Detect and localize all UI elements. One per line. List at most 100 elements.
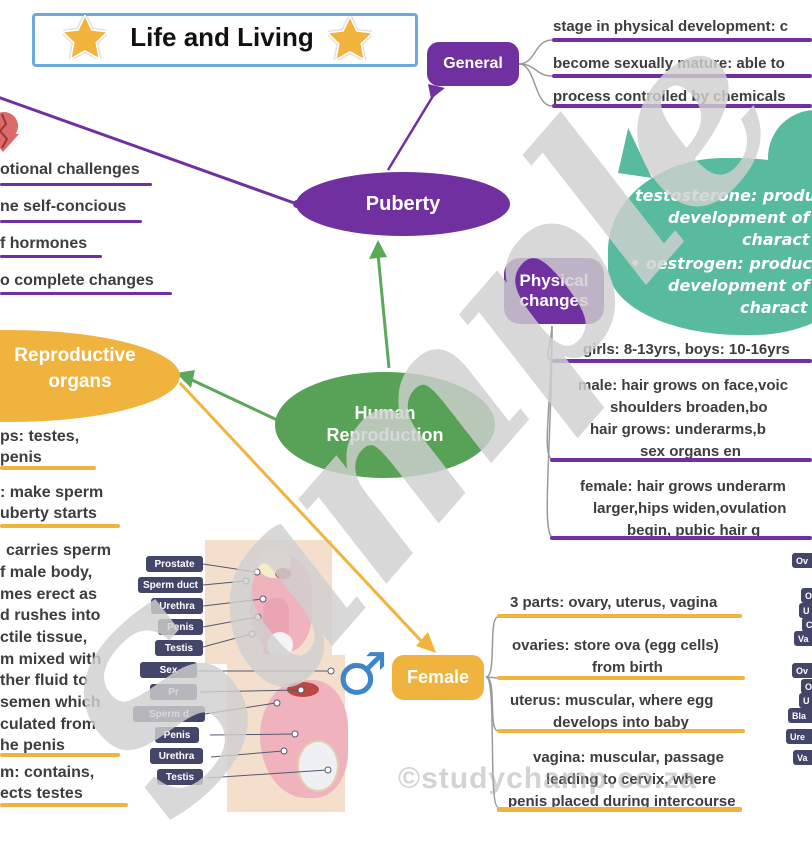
- male-urethra-line: f male body,: [0, 564, 93, 581]
- male-urethra-line: culated from: [0, 716, 97, 733]
- diagram-label: Prostate: [146, 556, 203, 572]
- edge-label: C: [802, 617, 812, 632]
- male-urethra-line: mes erect as: [0, 586, 97, 603]
- male-urethra-line: carries sperm: [6, 542, 111, 559]
- edge-label: O: [801, 679, 812, 694]
- edge-label: U: [799, 603, 812, 618]
- female-parts: 3 parts: ovary, uterus, vagina: [510, 594, 718, 611]
- edge-label: U: [799, 693, 812, 708]
- physical-line2: changes: [519, 291, 589, 310]
- connector-lines: [0, 39, 555, 808]
- female-vagina-line: leading to cervix, where: [546, 771, 717, 788]
- physical-male-line: shoulders broaden,bo: [610, 399, 768, 416]
- general-item: stage in physical development: c: [553, 18, 789, 35]
- underline: [552, 104, 812, 108]
- emotional-item: otional challenges: [0, 161, 140, 178]
- physical-male-line: male: hair grows on face,voic: [578, 377, 789, 394]
- diagram-label: Urethra: [150, 748, 203, 764]
- female-bracket: [485, 616, 499, 808]
- star-icon: [63, 15, 107, 59]
- physical-bracket: [546, 325, 555, 539]
- physical-male-line: hair grows: underarms,b: [590, 421, 766, 438]
- hormone-line: testosterone: produced by: [635, 186, 812, 205]
- diagram-label: Testis: [157, 769, 203, 785]
- hormone-line: development of male: [668, 208, 812, 227]
- anatomy-prostate: [275, 568, 291, 579]
- male-parts-line: penis: [0, 449, 42, 466]
- underline: [0, 753, 120, 757]
- diagram-label: Penis: [158, 619, 203, 635]
- general-item: process controlled by chemicals: [553, 88, 786, 105]
- male-urethra-line: ther fluid to: [0, 672, 88, 689]
- edge-label: Va: [794, 631, 812, 646]
- diagram-label: Penis: [155, 727, 199, 743]
- physical-line1: Physical: [519, 270, 589, 290]
- female-ovaries-line: ovaries: store ova (egg cells): [512, 637, 719, 654]
- diagram-label: Pr: [150, 684, 197, 700]
- underline: [0, 255, 102, 258]
- emotional-item: o complete changes: [0, 272, 154, 289]
- underline: [550, 536, 812, 540]
- male-urethra-line: he penis: [0, 737, 65, 754]
- node-general: General: [427, 42, 519, 86]
- physical-age: girls: 8-13yrs, boys: 10-16yrs: [583, 341, 790, 358]
- diagram2-label-lines: [197, 667, 335, 779]
- reproductive-organs-line2: organs: [48, 371, 112, 392]
- male-parts-line: ps: testes,: [0, 428, 80, 445]
- general-bracket: [518, 39, 553, 107]
- male-anatomy-diagram-2: [227, 655, 348, 812]
- edge-label: Bla: [788, 708, 812, 723]
- underline: [0, 803, 128, 807]
- node-puberty-label: Puberty: [365, 193, 441, 215]
- node-general-label: General: [443, 55, 503, 73]
- underline: [497, 807, 742, 812]
- underline: [0, 524, 120, 528]
- female-vagina-line: penis placed during intercourse: [508, 793, 736, 810]
- male-urethra-line: d rushes into: [0, 607, 101, 624]
- underline: [552, 74, 812, 78]
- male-urethra-line: m mixed with: [0, 651, 102, 668]
- underline: [0, 183, 152, 186]
- emotional-item: f hormones: [0, 235, 88, 252]
- broken-heart-icon: [0, 112, 19, 152]
- female-uterus-line: uterus: muscular, where egg: [510, 692, 714, 709]
- edge-label: Ure: [786, 729, 812, 744]
- general-item: become sexually mature: able to: [553, 55, 785, 72]
- green-arrows: [176, 240, 391, 428]
- male-testes-line: uberty starts: [0, 505, 97, 522]
- node-puberty: Puberty: [296, 172, 510, 236]
- diagram-label: Sex: [140, 662, 197, 678]
- diagram1-label-lines: [202, 563, 267, 648]
- physical-female-line: larger,hips widen,ovulation: [593, 500, 787, 517]
- hormone-line: charact: [740, 298, 808, 317]
- underline: [552, 38, 812, 42]
- node-female: Female: [392, 655, 484, 700]
- anatomy2-testis-white: [297, 740, 339, 792]
- diagram-label: Urethra: [151, 598, 203, 614]
- underline: [497, 676, 745, 680]
- underline: [0, 220, 142, 223]
- underline: [0, 466, 96, 470]
- node-physical-changes: Physical changes: [504, 258, 604, 324]
- male-urethra-line: ctile tissue,: [0, 629, 88, 646]
- male-anatomy-diagram-1: [205, 540, 332, 664]
- male-symbol-icon: ♂: [336, 640, 388, 708]
- underline: [550, 458, 812, 462]
- yellow-arrow: [178, 381, 436, 653]
- page-title: Life and Living: [130, 22, 314, 52]
- site-watermark: ©studychamp.co.za: [398, 762, 698, 795]
- node-female-label: Female: [406, 666, 470, 687]
- underline: [552, 359, 812, 363]
- hormone-line: development of fema: [668, 276, 812, 295]
- female-ovaries-line: from birth: [592, 659, 663, 676]
- underline: [0, 292, 172, 295]
- node-human-reproduction: Human Reproduction: [275, 372, 495, 478]
- male-scrotum-line: ects testes: [0, 785, 83, 802]
- human-line1: Human: [354, 403, 416, 424]
- diagram-label: Testis: [155, 640, 203, 656]
- star-icon: [328, 16, 372, 60]
- underline: [497, 729, 745, 733]
- physical-female-line: female: hair grows underarm: [580, 478, 786, 495]
- male-scrotum-line: m: contains,: [0, 764, 95, 781]
